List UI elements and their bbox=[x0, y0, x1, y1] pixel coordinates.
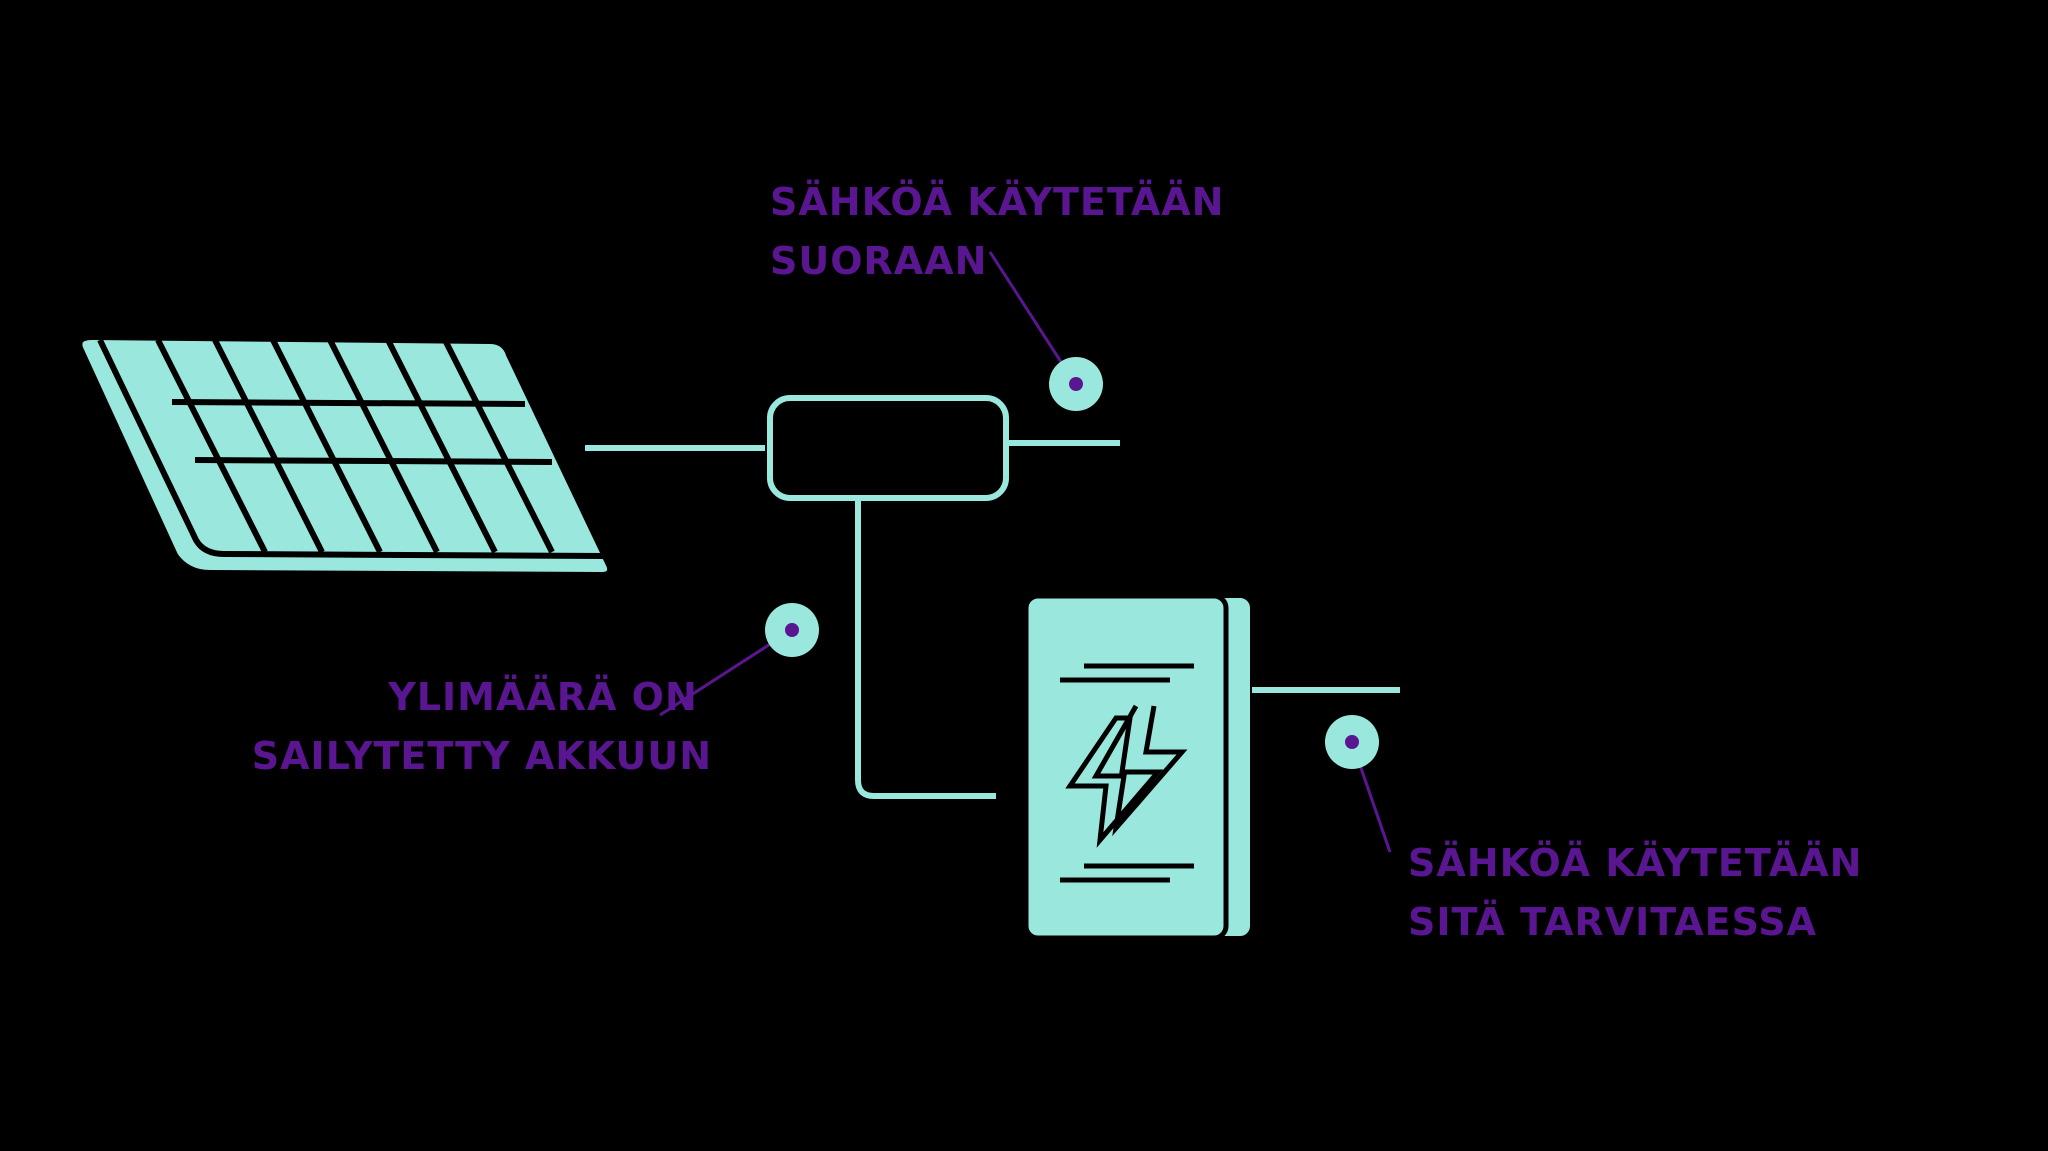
label-direct-use-line2: SUORAAN bbox=[770, 239, 987, 283]
battery-front bbox=[1023, 593, 1229, 941]
label-on-demand-use-line2: SITÄ TARVITAESSA bbox=[1408, 900, 1817, 944]
inverter-icon bbox=[767, 395, 1009, 501]
callout-on-demand-use-dot bbox=[1345, 735, 1359, 749]
label-on-demand-use-line1: SÄHKÖÄ KÄYTETÄÄN bbox=[1408, 841, 1862, 885]
lightning-bolt-icon bbox=[1065, 704, 1188, 848]
label-excess-storage-line1: YLIMÄÄRÄ ON bbox=[387, 675, 698, 719]
label-on-demand-use: SÄHKÖÄ KÄYTETÄÄN SITÄ TARVITAESSA bbox=[1408, 841, 1877, 944]
label-direct-use: SÄHKÖÄ KÄYTETÄÄN SUORAAN bbox=[770, 180, 1239, 283]
solar-panel-edge bbox=[97, 338, 607, 559]
label-direct-use-line1: SÄHKÖÄ KÄYTETÄÄN bbox=[770, 180, 1224, 224]
callout-excess-storage-dot bbox=[785, 623, 799, 637]
callout-direct-use-dot bbox=[1069, 377, 1083, 391]
label-excess-storage: YLIMÄÄRÄ ON SAILYTETTY AKKUUN bbox=[252, 675, 712, 778]
inverter-box bbox=[767, 395, 1009, 501]
callout-excess-storage bbox=[659, 603, 819, 717]
solar-panel-icon bbox=[78, 335, 612, 577]
callout-on-demand-use bbox=[1325, 715, 1392, 853]
callout-direct-use-leader bbox=[988, 251, 1076, 383]
battery-marks bbox=[1060, 663, 1194, 883]
callout-direct-use bbox=[988, 251, 1103, 411]
label-excess-storage-line2: SAILYTETTY AKKUUN bbox=[252, 734, 712, 778]
inverter-to-battery-line bbox=[855, 498, 996, 799]
solar-panel-grid bbox=[155, 338, 555, 554]
battery-icon bbox=[1023, 593, 1254, 941]
